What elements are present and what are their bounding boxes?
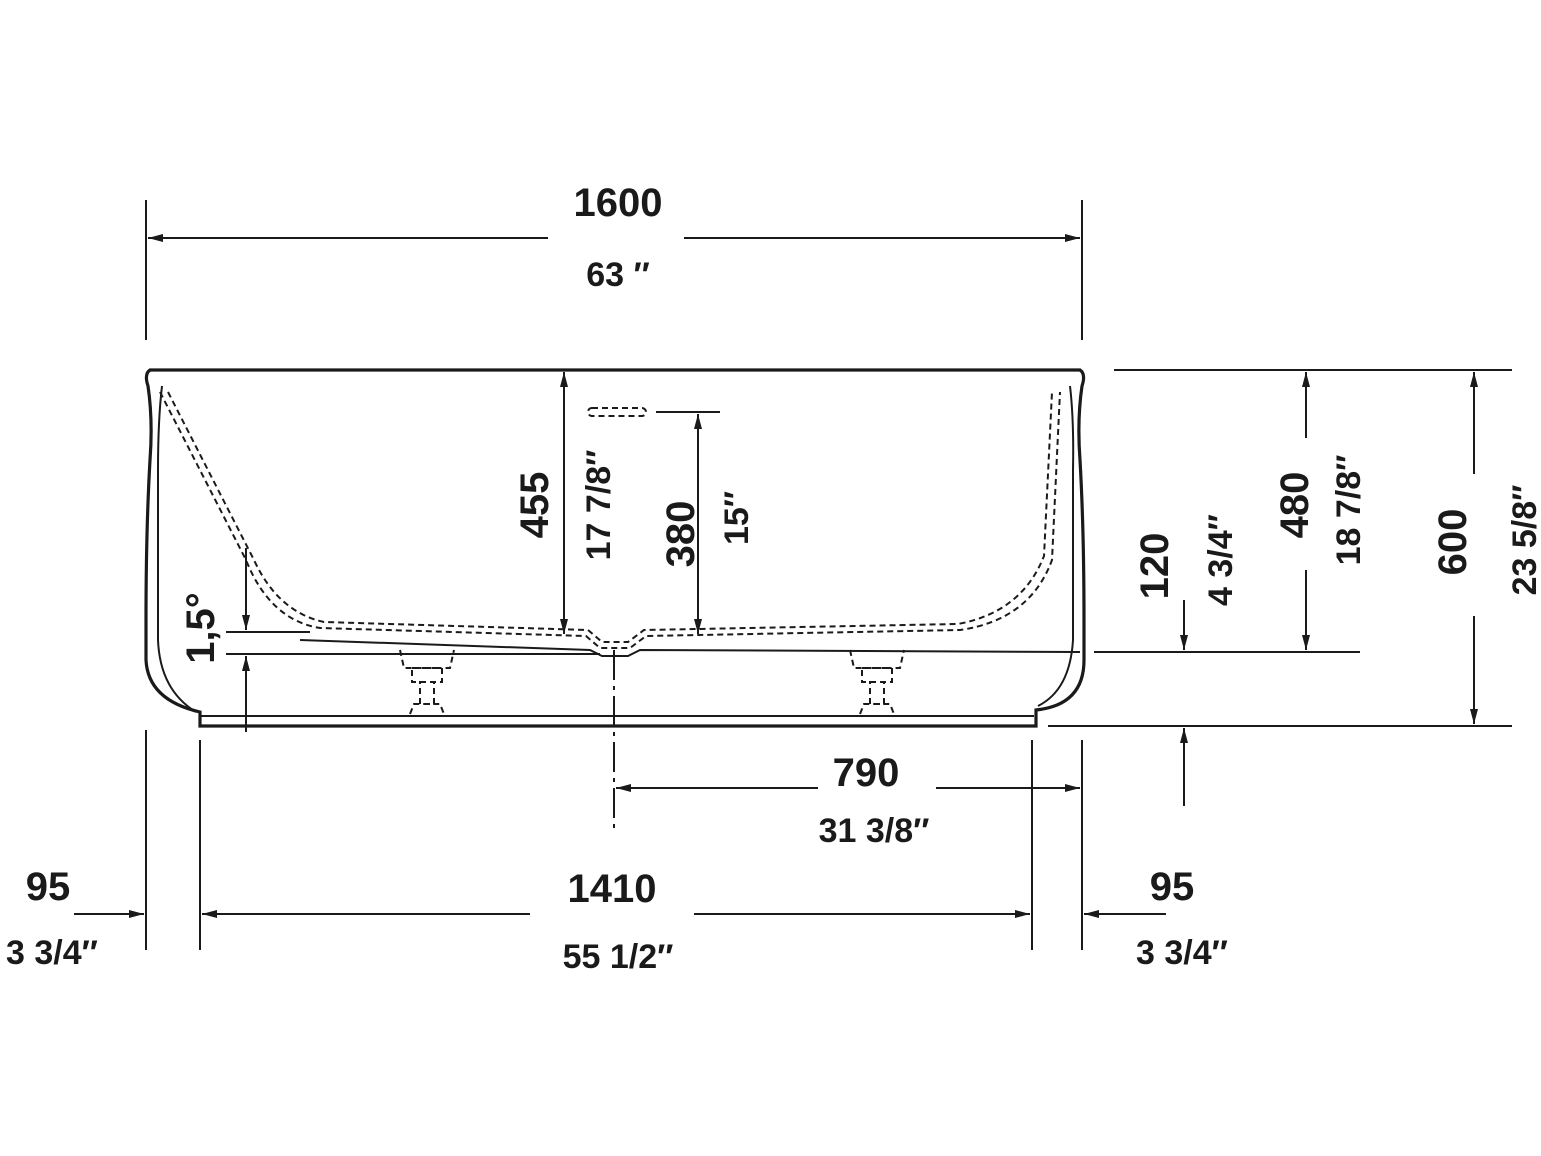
total-height-mm: 600 [1431, 509, 1475, 576]
inner-depth-mm: 455 [513, 472, 557, 539]
dimension-overall-length: 1600 63 ″ [148, 181, 1080, 294]
dimension-slope: 1,5° [179, 548, 250, 732]
support-foot-right [849, 649, 905, 715]
overhang-left-inch: 3 3/4″ [6, 934, 98, 972]
inner-depth-inch: 17 7/8″ [580, 450, 618, 561]
base-height-inch: 4 3/4″ [1202, 514, 1240, 606]
slope-angle: 1,5° [179, 592, 223, 664]
dimension-inner-depth: 455 17 7/8″ [513, 372, 618, 634]
overhang-left-mm: 95 [26, 865, 71, 909]
dimension-overhang-right: 95 3 3/4″ [1084, 865, 1228, 972]
overall-length-inch: 63 ″ [586, 256, 650, 294]
dimension-overhang-left: 95 3 3/4″ [6, 865, 144, 972]
overall-length-mm: 1600 [574, 181, 663, 225]
dimension-rim-to-floor-line: 480 18 7/8″ [1273, 372, 1368, 650]
dimension-base-height: 120 4 3/4″ [1133, 514, 1240, 806]
total-height-inch: 23 5/8″ [1506, 485, 1541, 596]
drain-offset-inch: 31 3/8″ [819, 812, 930, 850]
rim-to-floor-line-mm: 480 [1273, 472, 1317, 539]
drain-offset-mm: 790 [833, 751, 900, 795]
overflow-height-mm: 380 [659, 501, 703, 568]
dimension-overflow-height: 380 15″ [659, 414, 756, 634]
rim-to-floor-line-inch: 18 7/8″ [1330, 455, 1368, 566]
base-length-mm: 1410 [568, 867, 657, 911]
base-height-mm: 120 [1133, 533, 1177, 600]
dimension-drain-offset: 790 31 3/8″ [616, 751, 1080, 850]
overhang-right-mm: 95 [1150, 865, 1195, 909]
base-length-inch: 55 1/2″ [563, 938, 674, 976]
overhang-right-inch: 3 3/4″ [1136, 934, 1228, 972]
overflow-height-inch: 15″ [718, 491, 756, 545]
support-foot-left [399, 649, 455, 715]
bathtub-outline [144, 368, 1086, 830]
dimension-total-height: 600 23 5/8″ [1431, 372, 1541, 724]
dimension-base-length: 1410 55 1/2″ [202, 867, 1030, 976]
extension-lines [145, 200, 1512, 950]
